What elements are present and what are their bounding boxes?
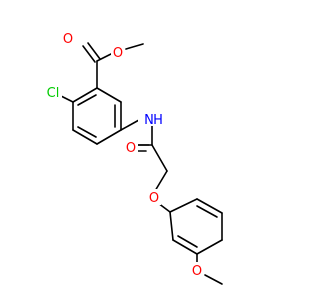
bond — [87, 42, 101, 60]
bond — [125, 43, 144, 50]
label-bg — [190, 262, 204, 278]
bond — [196, 239, 223, 255]
bond — [96, 53, 112, 62]
atom-labels: O O Cl N H O O O — [44, 30, 204, 279]
atom-o-ester-carbonyl: O — [63, 32, 73, 47]
label-bg — [138, 110, 164, 126]
atom-h: H — [153, 113, 163, 128]
label-bg — [44, 84, 62, 100]
label-bg — [111, 44, 125, 60]
bond — [96, 129, 122, 145]
atom-o-ether: O — [149, 191, 159, 206]
bond — [72, 129, 98, 145]
bond — [154, 170, 168, 192]
bond — [120, 119, 140, 131]
bond — [151, 144, 168, 172]
atom-n: N — [144, 113, 154, 128]
bond — [204, 274, 223, 285]
bond — [96, 87, 122, 103]
label-bg — [147, 189, 161, 205]
bond — [77, 126, 97, 138]
bond — [77, 94, 97, 106]
atom-o-amide: O — [126, 141, 136, 156]
label-bg — [61, 30, 75, 46]
bond — [82, 45, 96, 63]
structure-canvas: O O Cl N H O O O — [44, 30, 223, 285]
bond — [172, 239, 198, 255]
bond — [72, 87, 98, 103]
bond — [177, 235, 198, 248]
bond — [60, 95, 74, 103]
bonds — [60, 42, 223, 285]
bond — [169, 198, 198, 213]
molecule-structure: O O Cl N H O O O — [44, 30, 223, 285]
label-bg — [124, 139, 138, 155]
bond — [196, 198, 223, 214]
bond — [169, 211, 174, 241]
atom-cl: Cl — [47, 86, 60, 101]
atom-o-ester-single: O — [113, 46, 123, 61]
bond — [196, 205, 218, 218]
atom-o-methoxy: O — [192, 264, 202, 279]
